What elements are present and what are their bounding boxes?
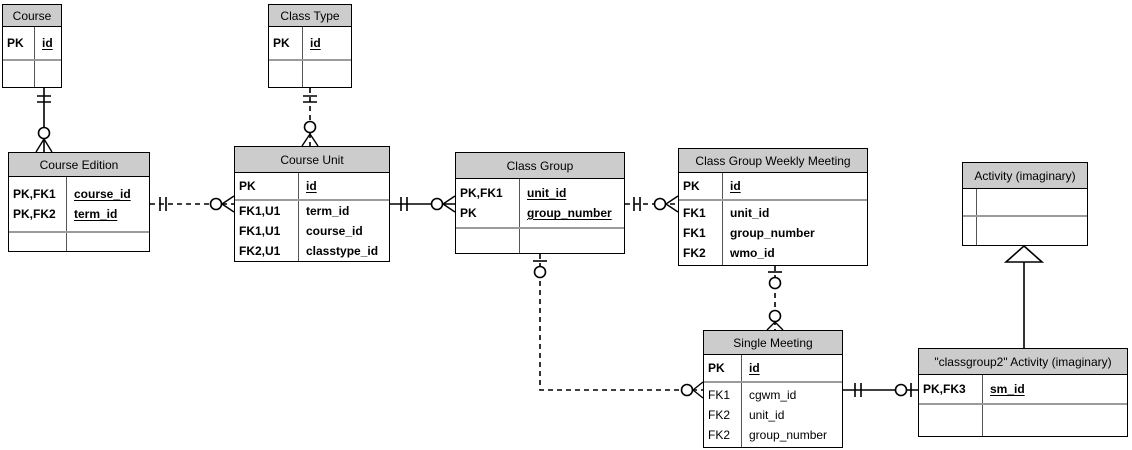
key-label: PK [460,206,477,220]
entity-course-edition: Course Edition PK,FK1 PK,FK2 course_id t… [8,152,150,252]
field-name: group_number [527,206,612,220]
key-label: PK [273,36,290,50]
key-label: FK2,U1 [239,244,281,258]
entity-classgroup2-body [919,403,1127,436]
relationship-course-courseedition [35,88,53,153]
relationship-cgwm-singlemeeting [766,266,784,331]
entity-activity-title: Activity (imaginary) [963,163,1087,189]
key-label: FK1,U1 [239,204,281,218]
entity-course-unit-title: Course Unit [235,147,389,173]
relationship-classtype-courseunit [301,88,319,147]
entity-class-group: Class Group PK,FK1 PK unit_id group_numb… [455,152,625,254]
entity-activity-keys [963,189,1087,215]
field-name: id [749,361,760,375]
key-label: PK,FK2 [13,207,56,221]
field-name: unit_id [749,408,785,422]
field-name: id [310,36,321,50]
entity-single-meeting-keys: PK id [704,355,842,381]
entity-activity-imaginary: Activity (imaginary) [962,162,1088,246]
field-name: wmo_id [730,246,775,260]
entity-class-group-title: Class Group [456,153,624,179]
field-name: sm_id [990,382,1025,396]
key-label: FK2 [708,408,731,422]
relationship-courseedition-courseunit [150,195,235,213]
entity-course-edition-body [9,231,149,251]
field-name: id [42,36,53,50]
entity-classgroup2-keys: PK,FK3 sm_id [919,375,1127,403]
entity-course-title: Course [3,5,61,27]
entity-activity-body [963,215,1087,245]
key-label: FK1,U1 [239,224,281,238]
entity-single-meeting-title: Single Meeting [704,331,842,355]
relationship-classgroup-cgwm [625,195,679,213]
entity-class-group-weekly-meeting: Class Group Weekly Meeting PK id FK1 FK1… [678,148,868,266]
field-name: group_number [749,428,828,442]
key-label: PK,FK1 [460,186,503,200]
field-name: id [306,179,317,193]
key-label: FK2 [683,246,706,260]
entity-single-meeting: Single Meeting PK id FK1 FK2 FK2 cgwm_id… [703,330,843,448]
key-label: PK [239,179,256,193]
relationship-courseunit-classgroup [390,195,456,213]
entity-class-type: Class Type PK id [268,4,352,88]
field-name: course_id [74,187,131,201]
entity-class-group-keys: PK,FK1 PK unit_id group_number [456,179,624,227]
entity-course-unit-keys: PK id [235,173,389,199]
relationship-singlemeeting-classgroup2activity [843,383,918,397]
entity-class-group-body [456,227,624,253]
entity-course: Course PK id [2,4,62,88]
field-name: id [730,179,741,193]
entity-course-body [3,59,61,87]
relationship-classgroup-singlemeeting [533,254,704,399]
entity-class-type-body [269,59,351,87]
relationship-generalization-activity [1003,244,1045,348]
entity-course-keys: PK id [3,27,61,59]
field-name: unit_id [527,186,567,200]
field-name: unit_id [730,206,770,220]
key-label: FK1 [708,388,731,402]
key-label: PK [683,179,700,193]
key-label: PK,FK1 [13,187,56,201]
entity-cgwm-title: Class Group Weekly Meeting [679,149,867,173]
entity-course-unit: Course Unit PK id FK1,U1 FK1,U1 FK2,U1 t… [234,146,390,262]
entity-classgroup2-title: "classgroup2" Activity (imaginary) [919,349,1127,375]
field-name: classtype_id [306,244,379,258]
field-name: cgwm_id [749,388,797,402]
entity-class-type-title: Class Type [269,5,351,27]
entity-cgwm-body: FK1 FK1 FK2 unit_id group_number wmo_id [679,199,867,265]
field-name: course_id [306,224,363,238]
key-label: FK2 [708,428,731,442]
field-name: term_id [74,207,118,221]
key-label: PK [708,361,725,375]
field-name: term_id [306,204,350,218]
key-label: PK,FK3 [923,382,966,396]
entity-course-unit-body: FK1,U1 FK1,U1 FK2,U1 term_id course_id c… [235,199,389,261]
field-name: group_number [730,226,815,240]
entity-class-type-keys: PK id [269,27,351,59]
key-label: PK [7,36,24,50]
entity-course-edition-title: Course Edition [9,153,149,177]
key-label: FK1 [683,206,706,220]
entity-course-edition-keys: PK,FK1 PK,FK2 course_id term_id [9,177,149,231]
entity-cgwm-keys: PK id [679,173,867,199]
entity-single-meeting-body: FK1 FK2 FK2 cgwm_id unit_id group_number [704,381,842,447]
key-label: FK1 [683,226,706,240]
entity-classgroup2-activity: "classgroup2" Activity (imaginary) PK,FK… [918,348,1128,437]
